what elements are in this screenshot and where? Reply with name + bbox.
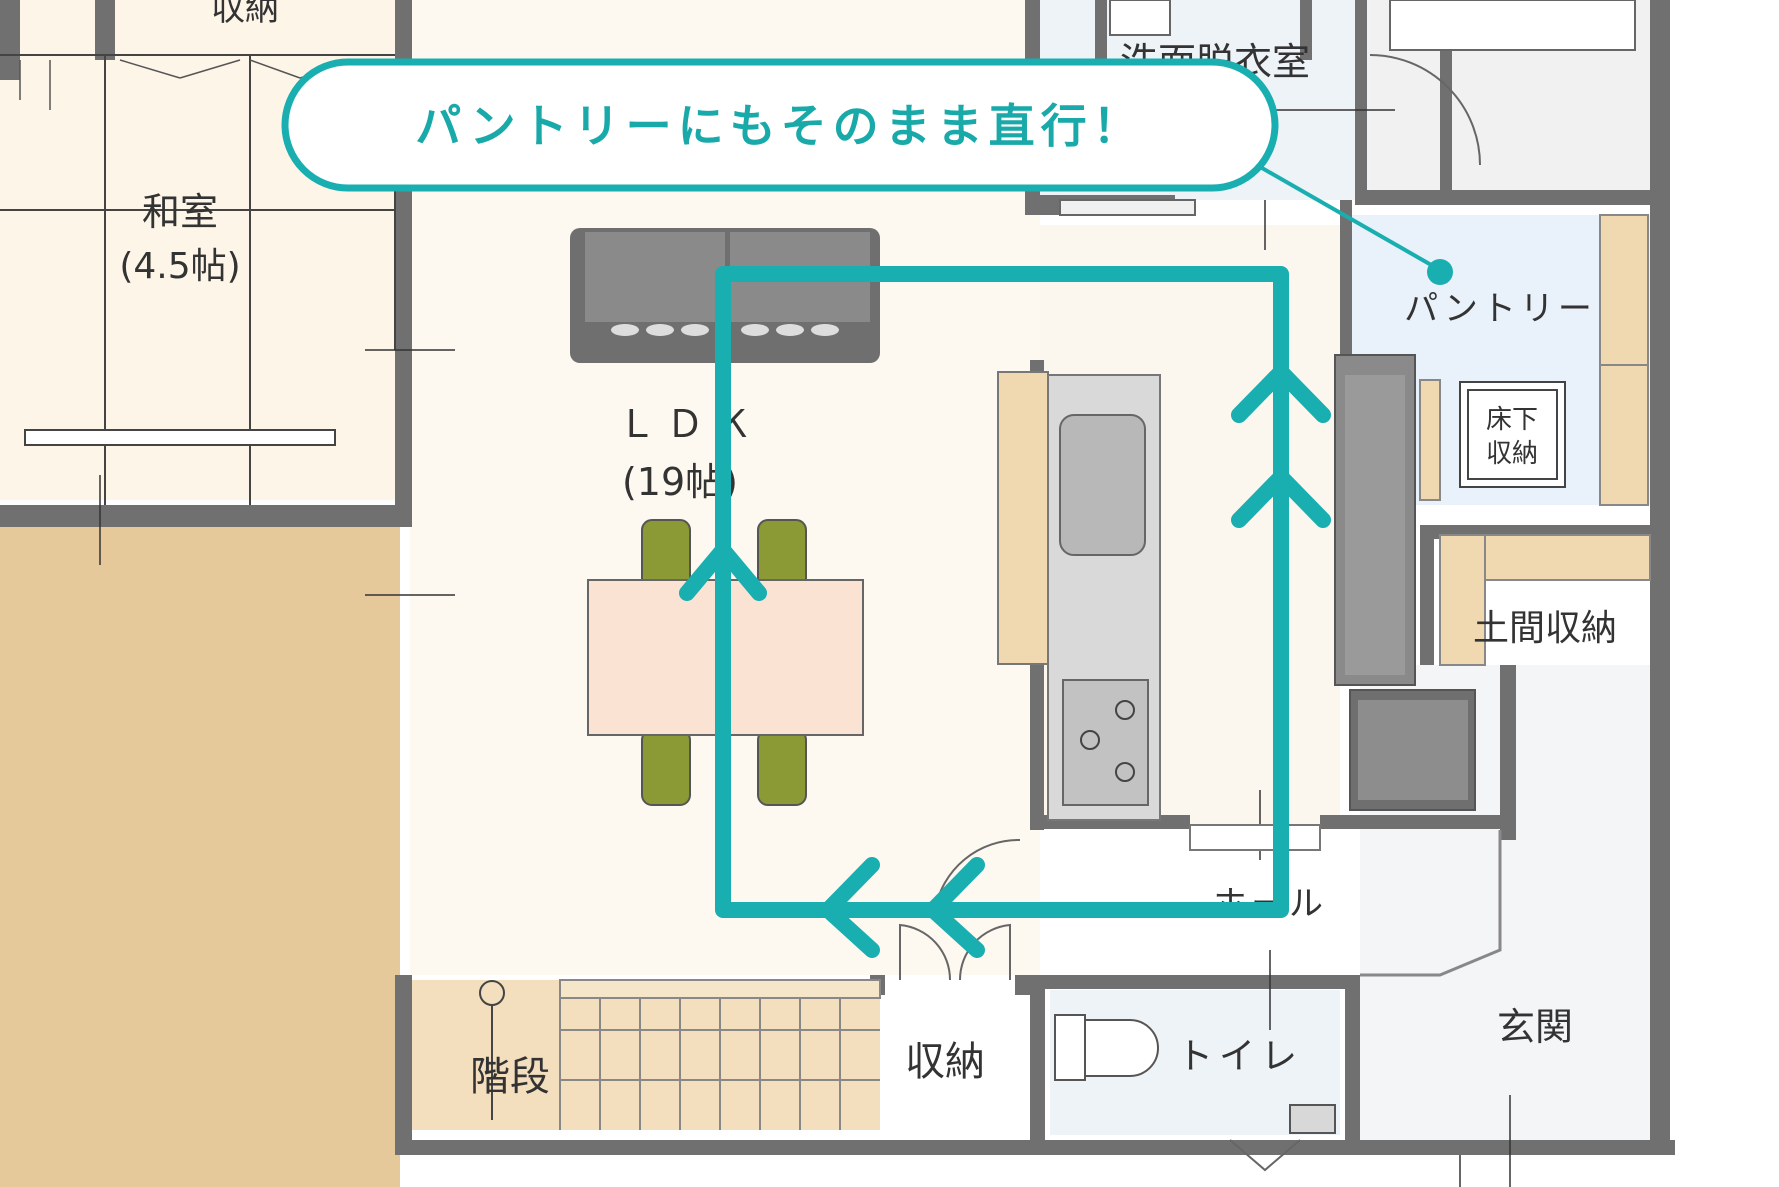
toilet-door-marker — [1229, 1139, 1301, 1172]
underfloor-storage — [1459, 381, 1566, 488]
sofa — [570, 228, 880, 363]
route-arrow-up-left — [679, 542, 767, 601]
underfloor-storage-label-2: 収納 — [1486, 439, 1538, 469]
storage-bottom-label: 収納 — [905, 1039, 985, 1085]
kitchen-counter — [1047, 374, 1161, 821]
washitsu-size-label: (4.5帖) — [119, 246, 240, 287]
genkan-label: 玄関 — [1497, 1005, 1573, 1049]
ldk-label: ＬＤＫ — [618, 402, 762, 446]
chair-bottom-right — [757, 729, 807, 806]
stove — [1062, 679, 1149, 806]
bath-door-swing — [1369, 54, 1481, 166]
underfloor-storage-label-1: 床下 — [1486, 405, 1538, 435]
storage-top-label: 収納 — [211, 0, 279, 29]
dimension-ticks — [99, 109, 1511, 1187]
circulation-route — [679, 266, 1331, 958]
route-arrow-up-right-1 — [1231, 364, 1331, 423]
washitsu-lines — [0, 54, 396, 505]
stairs-label: 階段 — [470, 1054, 550, 1100]
toilet-fixture — [1054, 1014, 1336, 1134]
callout-pointer-dot — [1427, 259, 1453, 285]
cupboard — [1334, 354, 1476, 811]
callout-bubble — [281, 58, 1279, 192]
route-arrow-up-right-2 — [1231, 469, 1331, 528]
veranda-wood-floor — [0, 525, 400, 1187]
genkan-step — [1360, 830, 1502, 977]
toilet-label: トイレ — [1177, 1036, 1303, 1077]
washroom-fixtures — [1059, 0, 1636, 216]
callout: パントリーにもそのまま直行！ — [281, 58, 1453, 285]
chair-bottom-left — [641, 729, 691, 806]
hall-step — [1189, 824, 1321, 851]
stairs-treads — [559, 979, 881, 1130]
callout-leader — [1261, 166, 1441, 272]
back-counter — [997, 371, 1049, 665]
route-path — [715, 266, 1289, 918]
pantry-shelves — [1419, 214, 1651, 666]
sink — [1059, 414, 1146, 556]
route-arrow-left-2 — [925, 857, 985, 958]
route-arrow-left-1 — [820, 857, 880, 958]
callout-text: パントリーにもそのまま直行！ — [415, 99, 1144, 153]
pantry-label: パントリー — [1404, 289, 1596, 329]
doma-storage-label: 土間収納 — [1473, 608, 1617, 649]
washitsu-label: 和室 — [142, 190, 218, 234]
storage-bottom-floor — [885, 990, 1030, 1130]
